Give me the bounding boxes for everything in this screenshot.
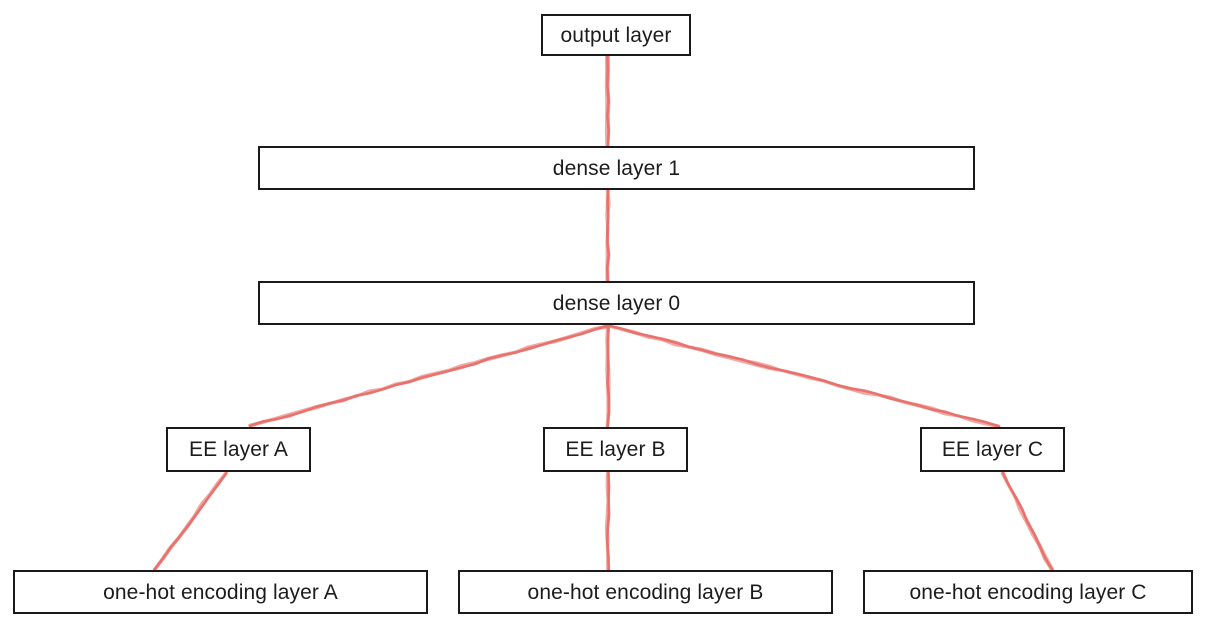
node-dense-layer-1[interactable]: dense layer 1	[258, 146, 975, 190]
node-one-hot-encoding-layer-b[interactable]: one-hot encoding layer B	[458, 570, 833, 614]
node-dense-layer-0[interactable]: dense layer 0	[258, 281, 975, 325]
edge-eeA-to-dense0	[249, 326, 610, 428]
edge-dense1-to-output	[607, 54, 611, 148]
node-dense-layer-0-label: dense layer 0	[552, 291, 681, 315]
edge-ohB-to-eeB	[605, 471, 611, 572]
node-output-layer-label: output layer	[560, 23, 672, 47]
edge-ohB-to-eeB	[606, 471, 611, 572]
node-dense-layer-1-label: dense layer 1	[552, 156, 681, 180]
node-ee-layer-a[interactable]: EE layer A	[166, 427, 311, 472]
node-one-hot-encoding-layer-a[interactable]: one-hot encoding layer A	[13, 570, 428, 614]
edge-eeB-to-dense0	[605, 324, 610, 428]
node-ee-layer-b-label: EE layer B	[565, 438, 666, 461]
edge-ohC-to-eeC	[1000, 471, 1054, 572]
edge-ohC-to-eeC	[1001, 471, 1054, 572]
edge-ohC-to-eeC	[1002, 471, 1055, 571]
edge-eeA-to-dense0	[248, 324, 610, 427]
node-ee-layer-b[interactable]: EE layer B	[543, 427, 688, 472]
edge-ohB-to-eeB	[604, 471, 610, 572]
edge-ohA-to-eeA	[154, 472, 228, 572]
edge-ohA-to-eeA	[153, 471, 228, 571]
edge-eeC-to-dense0	[606, 324, 1001, 428]
node-one-hot-encoding-layer-c-label: one-hot encoding layer C	[909, 580, 1147, 604]
node-ee-layer-c[interactable]: EE layer C	[920, 427, 1065, 472]
node-one-hot-encoding-layer-b-label: one-hot encoding layer B	[527, 580, 764, 604]
edge-ohA-to-eeA	[153, 471, 228, 572]
node-one-hot-encoding-layer-a-label: one-hot encoding layer A	[103, 580, 338, 604]
node-ee-layer-c-label: EE layer C	[941, 438, 1044, 461]
edge-dense1-to-output	[606, 54, 610, 148]
node-ee-layer-a-label: EE layer A	[188, 438, 289, 461]
edge-eeC-to-dense0	[606, 324, 1001, 429]
edge-eeC-to-dense0	[607, 324, 1001, 427]
edge-dense0-to-dense1	[606, 188, 611, 283]
edge-eeB-to-dense0	[606, 324, 611, 428]
edge-dense0-to-dense1	[605, 188, 610, 283]
edge-dense0-to-dense1	[605, 188, 610, 283]
edge-eeA-to-dense0	[248, 324, 610, 428]
edge-eeB-to-dense0	[606, 324, 611, 428]
node-one-hot-encoding-layer-c[interactable]: one-hot encoding layer C	[863, 570, 1193, 614]
node-output-layer[interactable]: output layer	[541, 14, 691, 56]
